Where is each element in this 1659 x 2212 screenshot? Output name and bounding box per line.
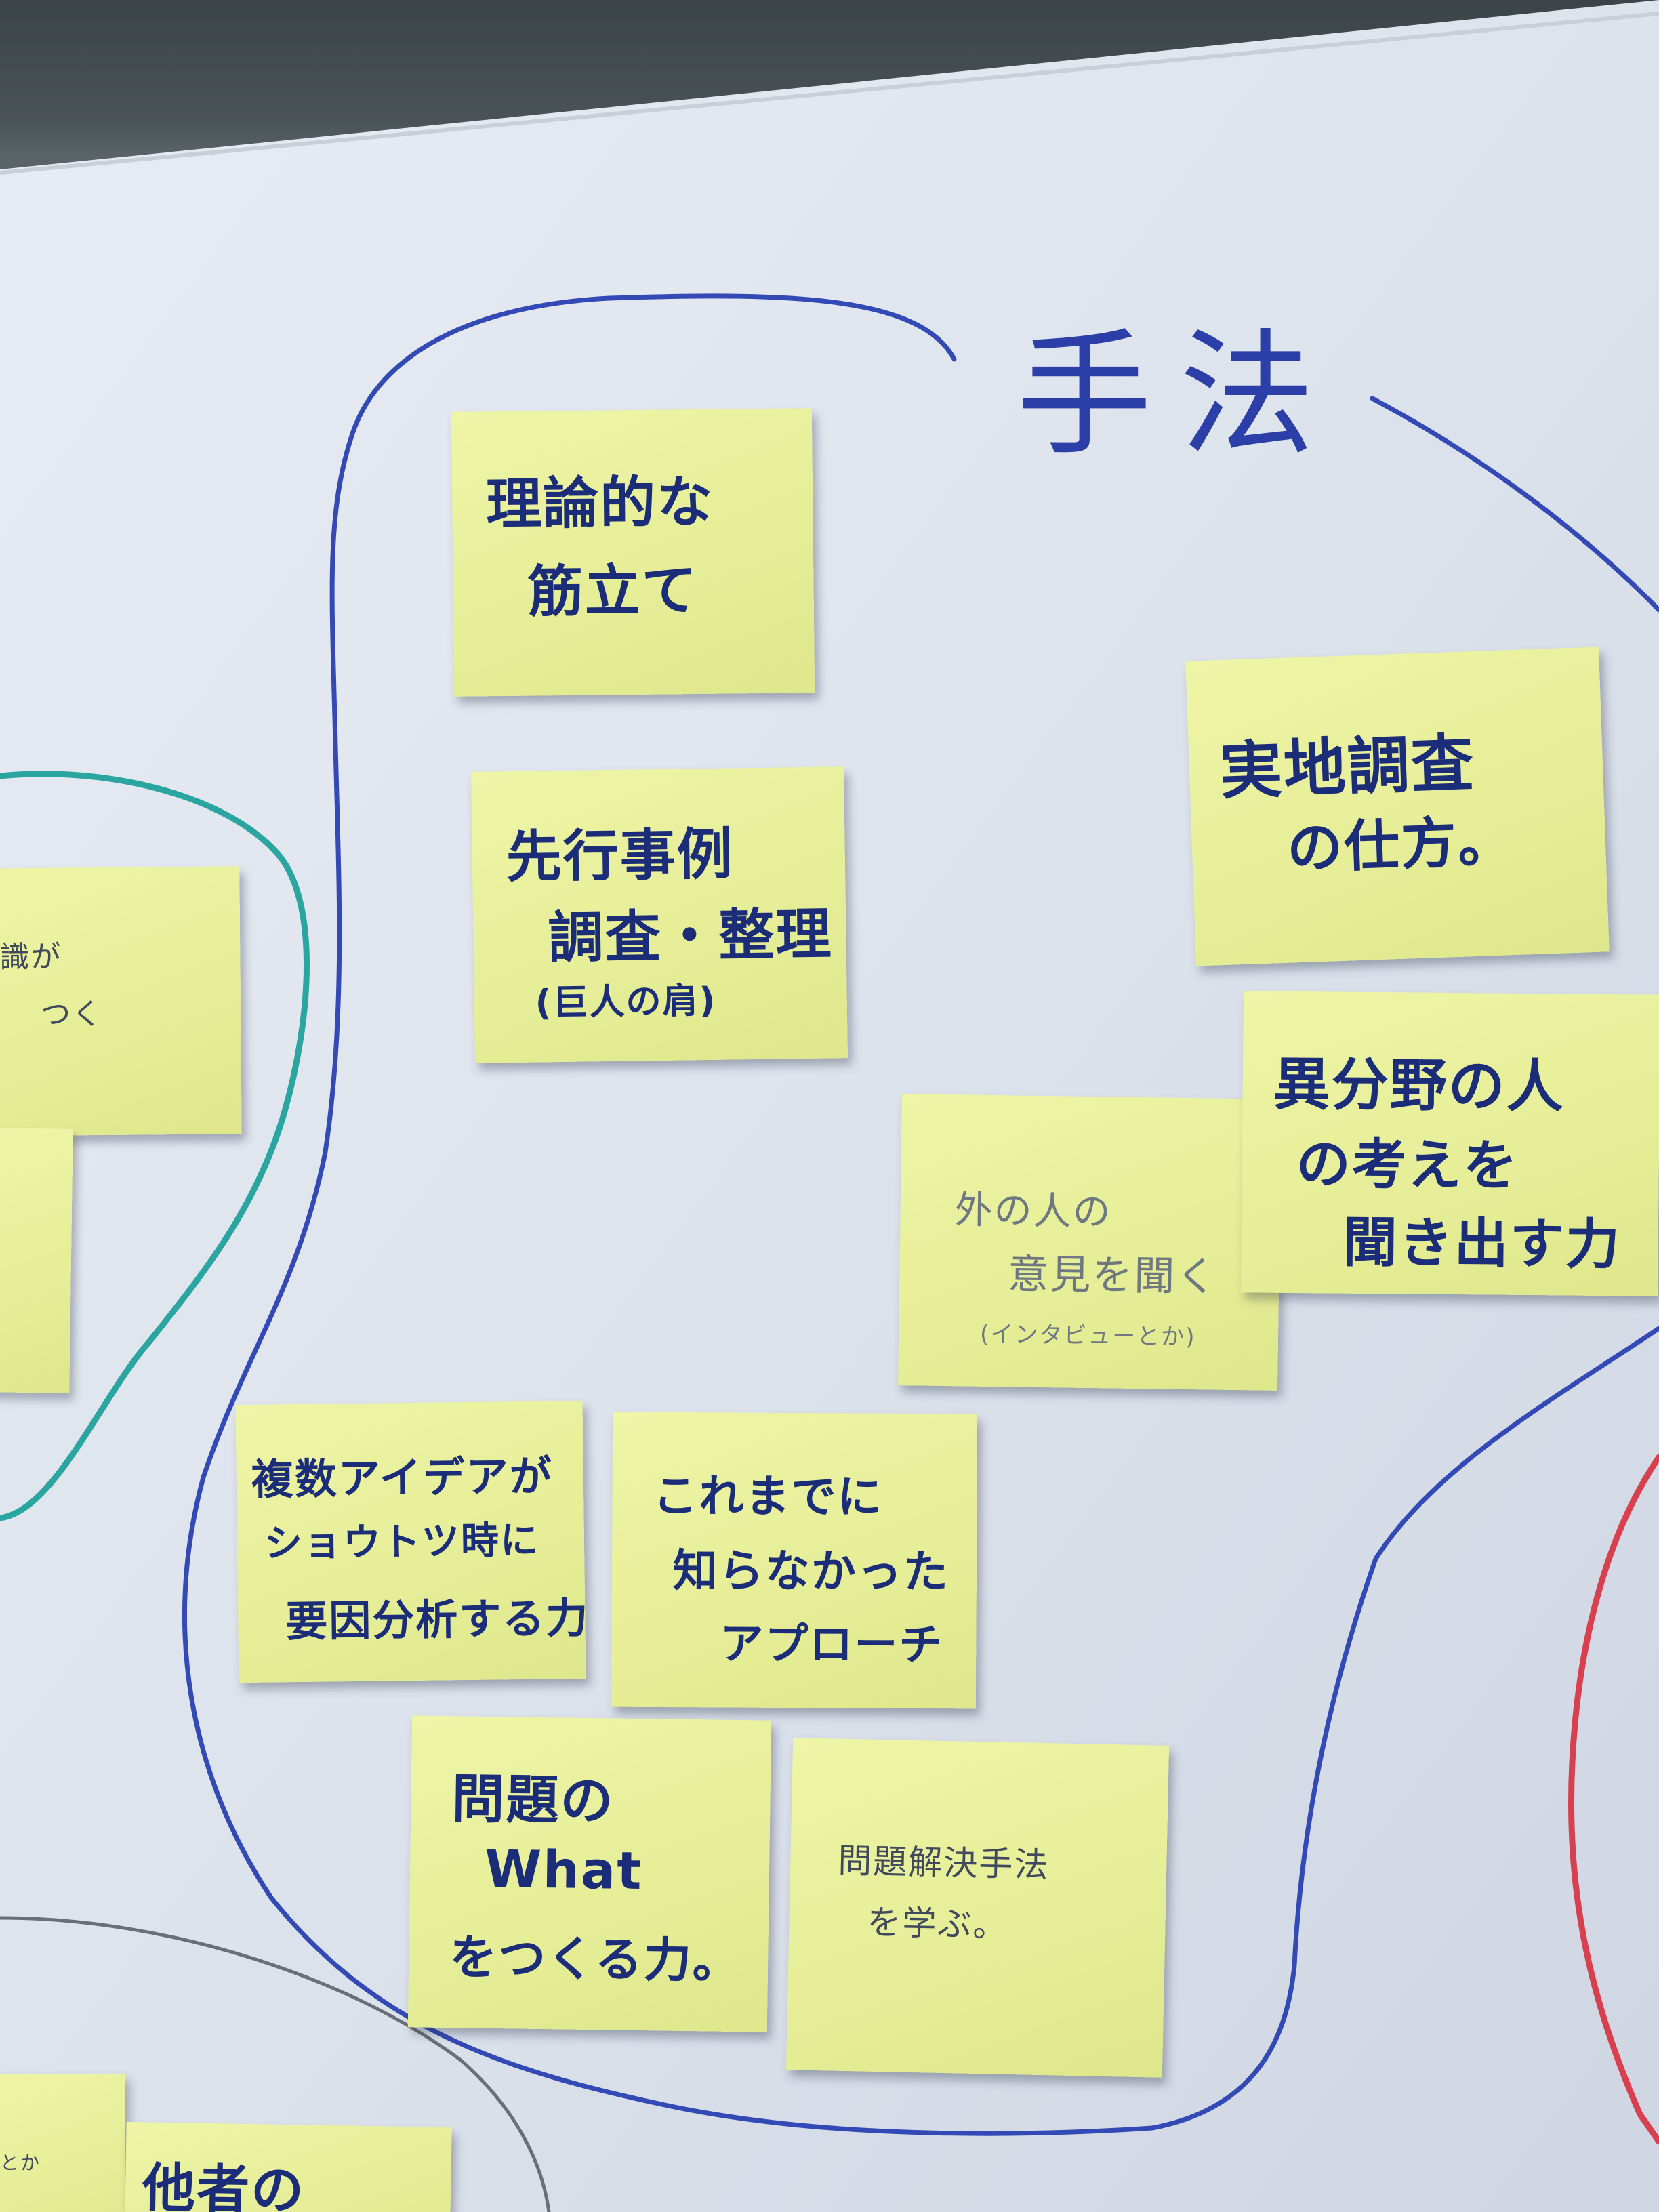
teal-outline — [0, 771, 310, 1521]
sticky-note-other-fields: 異分野の人 の考えを 聞き出す力 — [1241, 991, 1659, 1296]
note-line: 識が — [0, 939, 62, 975]
sticky-note-theoretical: 理論的な 筋立て — [451, 408, 815, 697]
note-line: 要因分析する力 — [285, 1593, 590, 1647]
sticky-note-field-survey: 実地調査 の仕方。 — [1185, 647, 1610, 966]
note-line: 知らなかった — [672, 1544, 950, 1599]
note-line: ショウトツ時に — [264, 1518, 540, 1566]
sticky-note-problem-what: 問題の What をつくる力。 — [407, 1715, 772, 2032]
note-line: つく — [40, 997, 104, 1032]
note-line: 筋立て — [527, 558, 699, 625]
heading-method: 手法 — [1017, 316, 1343, 474]
note-line: 複数アイデアが — [251, 1451, 554, 1504]
note-line: アプローチ — [720, 1619, 944, 1671]
sticky-note-prior-cases: 先行事例 調査・整理 (巨人の肩) — [471, 766, 848, 1063]
sticky-note-left-partial: 識が つく — [0, 866, 242, 1136]
blue-outline — [182, 293, 1659, 2136]
red-outline — [1568, 1454, 1659, 2145]
note-line: (巨人の肩) — [535, 980, 717, 1024]
note-line: 調査・整理 — [547, 902, 834, 971]
sticky-note-multiple-ideas: 複数アイデアが ショウトツ時に 要因分析する力 — [235, 1400, 590, 1683]
note-line: の考えを — [1296, 1132, 1519, 1197]
note-line: 問題の — [451, 1769, 615, 1832]
note-line: 意見を聞く — [1007, 1250, 1218, 1301]
note-line: 聞き出す力 — [1343, 1210, 1622, 1277]
note-line: 外の人の — [954, 1188, 1113, 1235]
sticky-note-outside-opinions: 外の人の 意見を聞く (インタビューとか) — [898, 1094, 1282, 1391]
grey-outline — [0, 1916, 551, 2212]
note-line: とか — [0, 2152, 41, 2174]
note-line: を学ぶ。 — [866, 1902, 1009, 1945]
note-line: 実地調査 — [1218, 726, 1476, 808]
sticky-note-new-approach: これまでに 知らなかった アプローチ — [611, 1412, 978, 1709]
sticky-note-problem-solving: 問題解決手法 を学ぶ。 — [785, 1738, 1170, 2078]
note-line: What — [484, 1838, 644, 1902]
paper-crease — [0, 12, 1659, 175]
note-line: をつくる力。 — [449, 1929, 742, 1990]
note-line: これまでに — [653, 1469, 884, 1523]
sticky-note-bottom-partial: 他者の — [124, 2121, 452, 2212]
note-line: 問題解決手法 — [837, 1841, 1050, 1885]
note-line: 異分野の人 — [1273, 1050, 1565, 1120]
sticky-note-left-small — [0, 1128, 73, 1393]
note-line: 理論的な — [485, 470, 714, 537]
note-line: 先行事例 — [506, 822, 735, 890]
note-line: の仕方。 — [1286, 809, 1516, 882]
note-line: 他者の — [142, 2158, 306, 2212]
note-line: (インタビューとか) — [979, 1320, 1196, 1351]
sticky-note-bottom-left-partial: とか — [0, 2074, 125, 2212]
blue-outline-right — [1370, 396, 1659, 613]
